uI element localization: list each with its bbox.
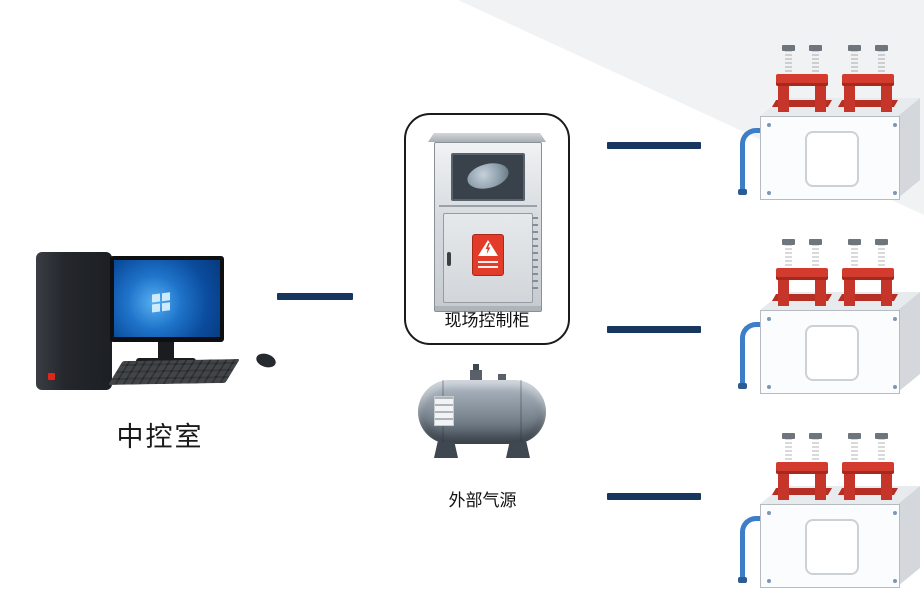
cabinet-door [443, 213, 533, 303]
red-clamp-assembly [776, 45, 828, 112]
clamp-bolt [782, 239, 795, 268]
clamp-bar [842, 74, 894, 86]
clamp-bolt [848, 45, 861, 74]
clamp-unit-1 [738, 42, 924, 204]
clamp-arm [778, 474, 789, 500]
clamp-arm [778, 86, 789, 112]
clamp-bolt [875, 45, 888, 74]
clamp-bolt [782, 433, 795, 462]
clamp-bar [776, 462, 828, 474]
monitor-stand-neck [158, 342, 174, 358]
mouse [254, 351, 278, 370]
clamp-bar [842, 268, 894, 280]
tower-power-led [48, 373, 55, 380]
clamp-bolt [848, 433, 861, 462]
connector-to-unit-3 [607, 493, 701, 500]
clamp-bolt [848, 239, 861, 268]
label-control-room: 中控室 [116, 422, 204, 452]
clamp-unit-3 [738, 430, 924, 592]
unit-front-panel [805, 131, 859, 187]
clamp-arm [815, 86, 826, 112]
clamp-arm [881, 86, 892, 112]
unit-front-panel [805, 519, 859, 575]
computer-tower [36, 252, 112, 390]
connector-to-unit-1 [607, 142, 701, 149]
unit-front-face [760, 310, 900, 394]
clamp-bar [776, 74, 828, 86]
clamp-arm [778, 280, 789, 306]
unit-side-face [898, 486, 920, 586]
red-clamp-assembly [776, 433, 828, 500]
cabinet-base [435, 306, 541, 311]
clamp-bolt [782, 45, 795, 74]
label-field-cabinet: 现场控制柜 [444, 311, 530, 330]
tank-weld-seam [520, 380, 522, 444]
cabinet-rain-cap [428, 133, 546, 142]
cabinet-door-handle [447, 252, 451, 266]
clamp-bolt [875, 433, 888, 462]
blue-air-hose [738, 516, 771, 583]
clamp-unit-2 [738, 236, 924, 398]
clamp-arm [881, 474, 892, 500]
unit-side-face [898, 98, 920, 198]
clamp-arm [815, 474, 826, 500]
tank-leg [506, 442, 530, 458]
cabinet-vent-louvers [532, 217, 538, 291]
warning-sign-text-lines [478, 261, 498, 263]
field-cabinet-node: 现场控制柜 [404, 113, 570, 345]
clamp-bolt [809, 433, 822, 462]
unit-side-face [898, 292, 920, 392]
connector-to-unit-2 [607, 326, 701, 333]
clamp-arm [881, 280, 892, 306]
air-source-illustration [412, 364, 552, 488]
clamp-arm [844, 86, 855, 112]
unit-front-panel [805, 325, 859, 381]
clamp-arm [815, 280, 826, 306]
windows-logo-icon [152, 293, 161, 303]
tank-fitting [498, 374, 506, 382]
unit-corner-screws [767, 123, 771, 127]
clamp-bolt [809, 239, 822, 268]
tank-valve [470, 370, 482, 382]
clamp-bolt [875, 239, 888, 268]
control-room-illustration [30, 250, 290, 400]
blue-air-hose [738, 322, 771, 389]
electric-warning-sign-icon [472, 234, 504, 276]
cabinet-divider [439, 205, 537, 207]
red-clamp-assembly [842, 433, 894, 500]
cabinet-window-lens [464, 159, 512, 193]
clamp-arm [844, 280, 855, 306]
clamp-arm [844, 474, 855, 500]
tank-leg [434, 442, 458, 458]
computer-monitor [110, 256, 224, 342]
unit-corner-screws [767, 511, 771, 515]
red-clamp-assembly [776, 239, 828, 306]
unit-front-face [760, 504, 900, 588]
tank-label-sticker [434, 396, 454, 426]
lightning-bolt-icon [485, 243, 491, 254]
cabinet-window [451, 153, 525, 201]
clamp-bar [776, 268, 828, 280]
label-air-source: 外部气源 [448, 491, 517, 510]
tank-valve-cap [473, 364, 479, 371]
red-clamp-assembly [842, 45, 894, 112]
blue-air-hose [738, 128, 771, 195]
cabinet-body [434, 142, 542, 312]
keyboard [108, 358, 240, 386]
unit-corner-screws [767, 317, 771, 321]
red-clamp-assembly [842, 239, 894, 306]
unit-front-face [760, 116, 900, 200]
clamp-bar [842, 462, 894, 474]
monitor-screen [114, 260, 220, 337]
clamp-bolt [809, 45, 822, 74]
connector-room-to-cabinet [277, 293, 353, 300]
